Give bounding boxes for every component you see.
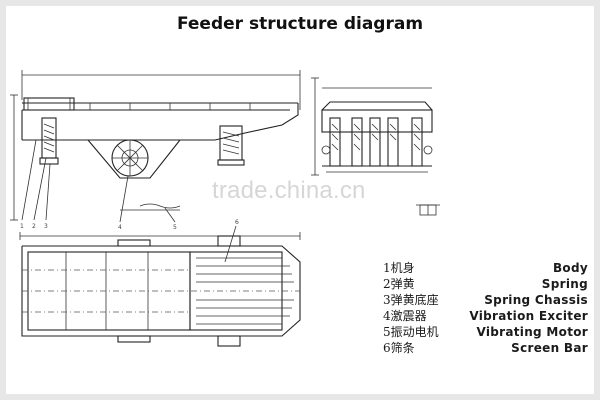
legend-row: 3弹黄底座 Spring Chassis (383, 292, 588, 308)
legend-cn-label: 4激震器 (383, 309, 427, 323)
legend-en-label: Spring (541, 277, 588, 291)
callout-1: 1 (20, 223, 24, 230)
legend-en-label: Vibration Exciter (469, 309, 588, 323)
callout-2: 2 (32, 223, 36, 230)
callout-5: 5 (173, 224, 177, 231)
legend-cn-label: 1机身 (383, 261, 415, 275)
callout-6: 6 (235, 219, 239, 226)
legend-en-label: Spring Chassis (484, 293, 588, 307)
legend-cn-label: 6筛条 (383, 341, 415, 355)
legend-en-label: Screen Bar (511, 341, 588, 355)
legend-en-label: Vibrating Motor (476, 325, 588, 339)
legend-row: 6筛条 Screen Bar (383, 340, 588, 356)
legend-row: 5振动电机 Vibrating Motor (383, 324, 588, 340)
legend-cn-label: 2弹黄 (383, 277, 415, 291)
callout-4: 4 (118, 224, 122, 231)
legend-row: 2弹黄 Spring (383, 276, 588, 292)
plan-view: 6 (19, 219, 301, 347)
callout-3: 3 (44, 223, 48, 230)
legend-row: 4激震器 Vibration Exciter (383, 308, 588, 324)
legend-en-label: Body (552, 261, 588, 275)
diagram-title: Feeder structure diagram (176, 14, 424, 34)
watermark-text: trade.china.cn (212, 177, 366, 204)
side-elevation-view: 1 2 3 4 5 (10, 70, 301, 231)
legend-row: 1机身 Body (383, 260, 588, 276)
end-elevation-view (311, 77, 440, 216)
parts-legend: 1机身 Body 2弹黄 Spring 3弹黄底座 Spring Chassis… (383, 260, 588, 356)
legend-cn-label: 5振动电机 (383, 325, 439, 339)
legend-cn-label: 3弹黄底座 (383, 293, 439, 307)
